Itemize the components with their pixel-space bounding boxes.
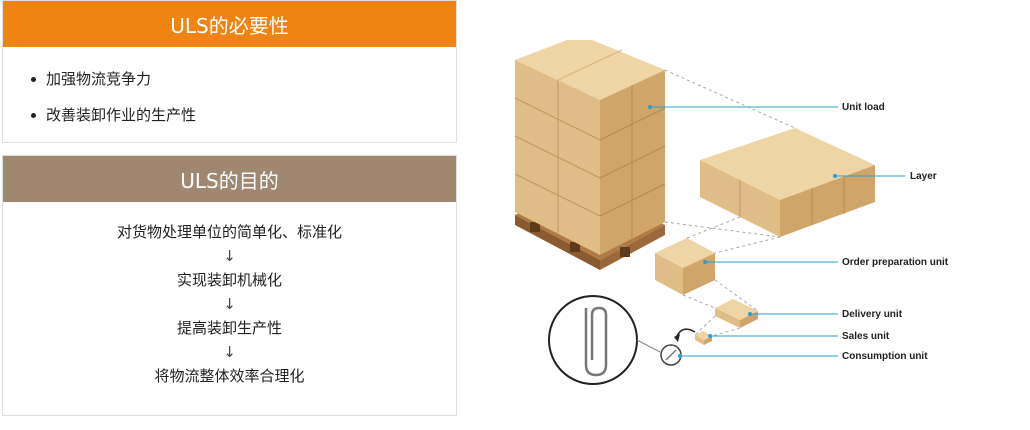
list-item: 加强物流竞争力 <box>31 61 456 97</box>
purpose-panel: ULS的目的 对货物处理单位的简单化、标准化 ↓ 实现装卸机械化 ↓ 提高装卸生… <box>2 155 457 416</box>
bullet-icon <box>31 112 36 118</box>
purpose-flow: 对货物处理单位的简单化、标准化 ↓ 实现装卸机械化 ↓ 提高装卸生产性 ↓ 将物… <box>3 202 456 388</box>
label-sales-unit: Sales unit <box>842 331 890 342</box>
label-layer: Layer <box>910 171 937 182</box>
label-delivery-unit: Delivery unit <box>842 309 903 320</box>
necessity-title: ULS的必要性 <box>3 1 456 47</box>
label-order-preparation-unit: Order preparation unit <box>842 257 949 268</box>
label-consumption-unit: Consumption unit <box>842 351 928 362</box>
leader-lines <box>650 106 905 357</box>
pallet-stack <box>514 40 666 270</box>
flow-step: 实现装卸机械化 <box>176 271 282 289</box>
down-arrow-icon: ↓ <box>223 343 236 361</box>
dashed-connectors <box>664 69 796 337</box>
flow-step: 提高装卸生产性 <box>176 319 282 337</box>
label-unit-load: Unit load <box>842 102 885 113</box>
down-arrow-icon: ↓ <box>223 247 236 265</box>
list-item: 改善装卸作业的生产性 <box>31 97 456 133</box>
list-item-text: 加强物流竞争力 <box>46 70 152 88</box>
layer-block <box>700 128 875 237</box>
flow-step: 将物流整体效率合理化 <box>154 367 305 385</box>
down-arrow-icon: ↓ <box>223 295 236 313</box>
flow-step: 对货物处理单位的简单化、标准化 <box>116 223 342 241</box>
list-item-text: 改善装卸作业的生产性 <box>46 106 197 124</box>
bullet-icon <box>31 76 36 82</box>
unit-load-diagram: Unit load Layer Order preparation unit D… <box>514 40 949 385</box>
necessity-list: 加强物流竞争力 改善装卸作业的生产性 <box>3 47 456 133</box>
order-box <box>655 238 715 295</box>
purpose-title: ULS的目的 <box>3 156 456 202</box>
sales-box <box>695 331 712 345</box>
leader-dots <box>648 105 837 358</box>
delivery-box <box>715 299 758 328</box>
necessity-panel: ULS的必要性 加强物流竞争力 改善装卸作业的生产性 <box>2 0 457 143</box>
paperclip-magnifier-icon <box>548 295 696 385</box>
